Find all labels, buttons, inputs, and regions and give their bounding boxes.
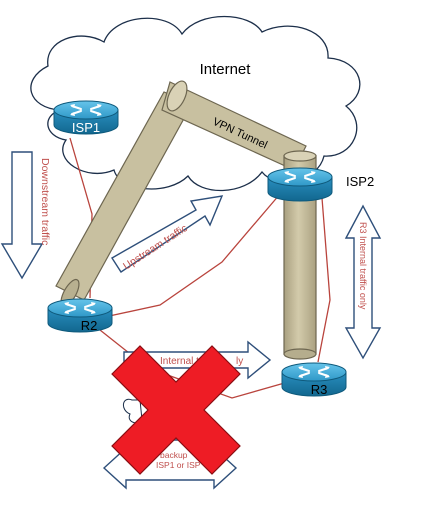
router-r2: R2: [47, 298, 113, 333]
downstream-label: Downstream traffic: [39, 158, 51, 245]
vpn-tunnel-end-bottom: [283, 348, 317, 360]
r3-internal-label: R3 Internal traffic only: [358, 222, 368, 310]
router-r2-label: R2: [81, 318, 98, 333]
red-x-mark: [111, 345, 241, 475]
backup-label-line2: ISP1 or ISP: [156, 460, 201, 470]
link-isp2-r3: [317, 197, 331, 363]
router-isp2-label: ISP2: [346, 174, 374, 189]
internal-traffic-label: Internal tra: [160, 356, 208, 367]
router-isp2: ISP2: [267, 167, 374, 202]
router-r3: R3: [281, 362, 347, 397]
downstream-arrow: Downstream traffic: [0, 151, 51, 280]
router-isp1: ISP1: [53, 100, 119, 135]
backup-label-line1: backup: [160, 450, 188, 460]
internal-traffic-label-tail: ly: [236, 356, 243, 367]
r3-internal-arrow: R3 Internal traffic only: [344, 204, 382, 360]
vpn-tunnel-end-isp2: [283, 150, 317, 162]
internet-label: Internet: [200, 61, 252, 78]
router-r3-label: R3: [311, 382, 328, 397]
link-r2-isp2: [99, 193, 281, 319]
vpn-tunnel-end-top: [166, 80, 188, 112]
router-isp1-label: ISP1: [72, 120, 100, 135]
